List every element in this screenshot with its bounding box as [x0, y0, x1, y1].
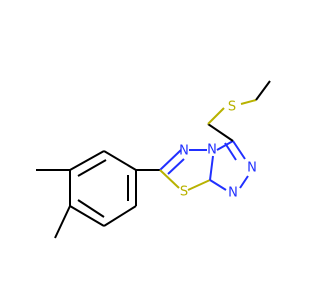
atom-label-s-ring: S [180, 185, 188, 200]
bond-n-n-lower [239, 175, 249, 189]
bond-methyl-lower [54, 205, 71, 239]
atom-label-s-chain: S [228, 100, 236, 115]
bond-ring-double-2 [77, 199, 105, 218]
bond-ring-double-1 [77, 159, 107, 177]
methyl-groups [36, 169, 71, 239]
bond-c6-s [159, 169, 180, 189]
atom-label-n-lower-left: N [228, 186, 238, 201]
bond-s-c7a [187, 179, 211, 191]
thiadiazole-triazole-core [159, 140, 249, 191]
ethylthiomethyl-chain [207, 80, 271, 142]
atom-label-n-bridge: N [207, 143, 217, 158]
bond-c3-n-double [224, 142, 237, 161]
bond-ring-4 [69, 205, 105, 227]
bond-ch2-s [207, 107, 225, 125]
bond-ring-5 [103, 205, 137, 227]
molecule-structure-diagram: N N S N N S [0, 0, 300, 300]
bond-bridge-c3 [216, 140, 234, 151]
bond-s-ch2 [240, 99, 257, 105]
bond-ethyl [255, 80, 271, 101]
atom-label-n-lower-right: N [247, 161, 257, 176]
diagram-background [0, 0, 300, 300]
bond-c3-n [232, 140, 246, 160]
bond-c7a-n [209, 179, 227, 191]
atom-labels: N N S N N S [179, 100, 257, 201]
bond-c6-n-double [167, 158, 185, 175]
bond-bridge-c7a [209, 155, 214, 181]
bond-ring-2 [69, 150, 105, 171]
dimethylphenyl-ring [69, 150, 137, 227]
bond-ring-1 [103, 150, 137, 171]
bond-c3-ch2 [207, 123, 234, 142]
bond-c6-n [159, 149, 182, 171]
atom-label-n-left: N [179, 144, 189, 159]
